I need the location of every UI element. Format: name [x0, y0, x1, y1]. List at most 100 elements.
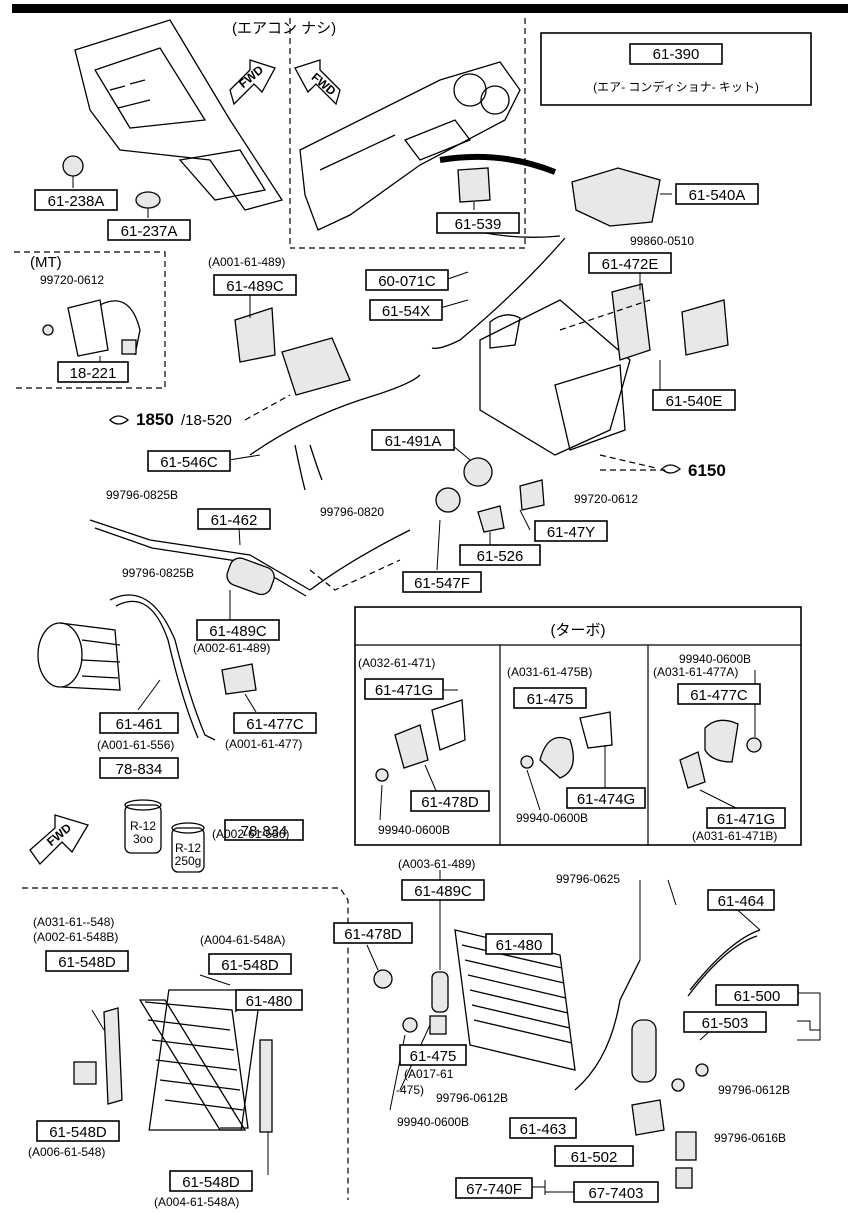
- part-label-box: [715, 984, 799, 1006]
- suction-pipe-outline-icon: [94, 527, 307, 597]
- part-label-box: [534, 520, 608, 542]
- grommet-icon: [62, 155, 84, 177]
- part-label-box: [369, 299, 443, 321]
- expansion-valve-icon: [463, 457, 493, 487]
- nut-icon: [746, 737, 762, 753]
- part-label-p61-472E[interactable]: 61-472E: [588, 252, 672, 274]
- part-label-box: [213, 274, 297, 296]
- part-label-p61-548D-b[interactable]: 61-548D: [208, 953, 292, 975]
- part-label-p61-477C-a[interactable]: 61-477C: [233, 712, 317, 734]
- part-label-box: [677, 683, 761, 705]
- part-label-p61-478D-b[interactable]: 61-478D: [333, 922, 413, 944]
- part-label-p61-461[interactable]: 61-461: [99, 712, 179, 734]
- hose-464-icon: [689, 929, 761, 991]
- part-label-p61-503[interactable]: 61-503: [683, 1011, 767, 1033]
- part-label-box: [196, 619, 280, 641]
- part-number: 61-477C: [690, 687, 748, 704]
- nut-icon: [402, 1017, 418, 1033]
- svg-text:R-12: R-12: [130, 819, 156, 833]
- part-label-p61-54X[interactable]: 61-54X: [369, 299, 443, 321]
- alt-code: -475): [396, 1083, 424, 1097]
- part-label-p61-237A[interactable]: 61-237A: [107, 219, 191, 241]
- turbo-note: (ターボ): [551, 622, 606, 639]
- part-label-box: [706, 807, 786, 829]
- part-label-p61-548D-c[interactable]: 61-548D: [36, 1120, 120, 1142]
- part-label-p61-238A[interactable]: 61-238A: [34, 189, 118, 211]
- part-label-box: [485, 933, 553, 955]
- part-label-p61-463[interactable]: 61-463: [509, 1117, 577, 1139]
- part-number: 61-47Y: [547, 524, 595, 541]
- part-label-p61-540E[interactable]: 61-540E: [652, 389, 736, 411]
- part-label-box: [99, 757, 179, 779]
- group-bracket: [797, 992, 821, 1041]
- part-label-box: [197, 508, 271, 530]
- part-label-p61-540A[interactable]: 61-540A: [675, 183, 759, 205]
- part-number: 61-547F: [414, 575, 470, 592]
- part-label-p61-464[interactable]: 61-464: [707, 889, 775, 911]
- part-label-p78-834-a[interactable]: 78-834: [99, 757, 179, 779]
- part-label-box: [107, 219, 191, 241]
- part-number: 61-461: [116, 716, 163, 733]
- part-label-p61-526[interactable]: 61-526: [459, 544, 541, 566]
- seal-pad-icon: [73, 1061, 97, 1085]
- part-label-p61-489C-c[interactable]: 61-489C: [401, 879, 485, 901]
- part-label-p61-474G[interactable]: 61-474G: [566, 787, 646, 809]
- part-label-box: [333, 922, 413, 944]
- side-seal-icon: [259, 1039, 273, 1133]
- part-label-p61-480-a[interactable]: 61-480: [485, 933, 553, 955]
- fwd-arrow-icon: FWD: [29, 814, 89, 866]
- part-label-p61-489C-a[interactable]: 61-489C: [213, 274, 297, 296]
- insulation-tube-icon: [226, 557, 275, 596]
- clip-icon: [429, 1015, 447, 1035]
- part-label-p78-834-b[interactable]: 78-834: [224, 819, 304, 841]
- turbo-hose-clamp-icon: [704, 719, 739, 763]
- discharge-hose-icon: [109, 594, 216, 741]
- part-label-p61-489C-b[interactable]: 61-489C: [196, 619, 280, 641]
- part-label-p61-548D-a[interactable]: 61-548D: [45, 950, 129, 972]
- part-label-p61-477C-b[interactable]: 61-477C: [677, 683, 761, 705]
- grommet-block-icon: [675, 1167, 693, 1189]
- part-number: 61-464: [718, 893, 765, 910]
- part-label-p61-548D-d[interactable]: 61-548D: [169, 1170, 253, 1192]
- part-label-p61-546C[interactable]: 61-546C: [147, 450, 231, 472]
- part-label-p67-7403[interactable]: 67-7403: [573, 1181, 659, 1203]
- plug-icon: [135, 191, 161, 209]
- bracket-clamp-icon: [394, 724, 429, 769]
- part-label-p61-462[interactable]: 61-462: [197, 508, 271, 530]
- part-label-p61-475-b[interactable]: 61-475: [399, 1044, 467, 1066]
- part-label-box: [147, 450, 231, 472]
- part-label-p61-502[interactable]: 61-502: [554, 1145, 634, 1167]
- alt-code: (A001-61-556): [97, 738, 174, 752]
- part-label-p61-500[interactable]: 61-500: [715, 984, 799, 1006]
- bolt-number: 99940-0600B: [679, 652, 751, 666]
- alt-code: (A004-61-548A): [154, 1195, 239, 1209]
- part-label-p60-071C[interactable]: 60-071C: [365, 269, 449, 291]
- part-label-p61-480-b[interactable]: 61-480: [235, 989, 303, 1011]
- part-label-p61-47Y[interactable]: 61-47Y: [534, 520, 608, 542]
- part-label-p61-491A[interactable]: 61-491A: [371, 429, 455, 451]
- alt-code: (A031-61-471B): [692, 829, 777, 843]
- part-label-p61-471G-b[interactable]: 61-471G: [706, 807, 786, 829]
- part-label-box: [652, 389, 736, 411]
- part-label-p61-475-a[interactable]: 61-475: [513, 687, 587, 709]
- part-label-p67-740F[interactable]: 67-740F: [455, 1177, 533, 1199]
- part-label-p61-478D-a[interactable]: 61-478D: [410, 790, 490, 812]
- part-number: 61-238A: [48, 193, 105, 210]
- part-number: 61-471G: [717, 811, 775, 828]
- part-number: 61-475: [410, 1048, 457, 1065]
- reference-mark-6150: 6150: [599, 454, 726, 480]
- part-label-p61-539[interactable]: 61-539: [436, 212, 520, 234]
- part-label-p61-547F[interactable]: 61-547F: [402, 571, 482, 593]
- part-number: 67-740F: [466, 1181, 522, 1198]
- part-label-box: [566, 787, 646, 809]
- part-label-p18-221[interactable]: 18-221: [57, 361, 129, 383]
- clamp-icon: [519, 479, 545, 511]
- wire-heavy: [439, 153, 557, 175]
- harness-icon: [249, 374, 421, 456]
- instrument-panel-icon: [299, 61, 521, 231]
- part-number: 61-489C: [209, 623, 267, 640]
- top-rule: [12, 4, 848, 13]
- alt-code: (A003-61-489): [398, 857, 475, 871]
- part-label-p61-471G-a[interactable]: 61-471G: [364, 678, 444, 700]
